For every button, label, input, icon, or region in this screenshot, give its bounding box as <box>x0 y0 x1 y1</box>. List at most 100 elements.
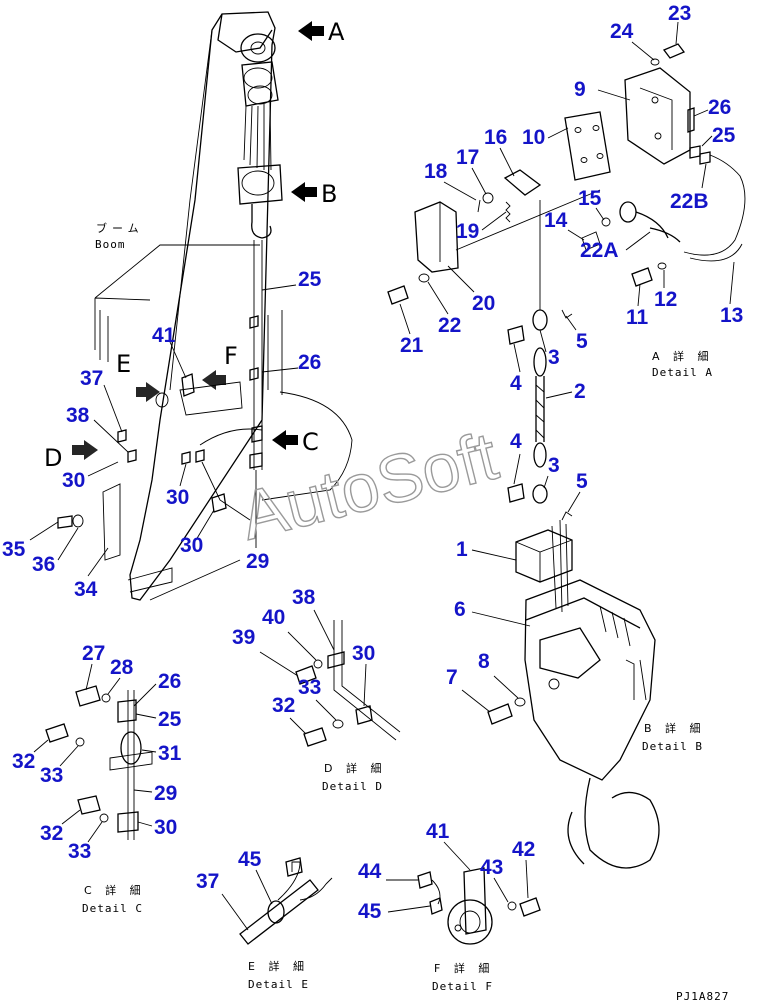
callout: 43 <box>480 856 503 879</box>
callout: 32 <box>12 750 35 773</box>
callout: 10 <box>522 126 545 149</box>
callout: 6 <box>454 598 466 621</box>
svg-text:C: C <box>302 428 319 456</box>
detail-f-callouts: 41 42 44 43 45 F 詳 細 Detail F <box>358 820 535 993</box>
view-arrow-d: D <box>44 440 98 472</box>
callout: 25 <box>712 124 736 147</box>
callout: 5 <box>576 470 588 493</box>
callout: 12 <box>654 288 677 311</box>
detail-a-caption-jp: A 詳 細 <box>652 349 714 363</box>
callout: 41 <box>152 324 176 347</box>
callout: 35 <box>2 538 26 561</box>
detail-f-caption-jp: F 詳 細 <box>434 961 494 975</box>
detail-d-caption-en: Detail D <box>322 780 383 793</box>
callout: 30 <box>62 469 85 492</box>
detail-d-callouts: 38 40 39 30 33 32 D 詳 細 Detail D <box>232 586 386 793</box>
callout: 32 <box>40 822 63 845</box>
detail-c-drawing <box>45 685 153 840</box>
view-arrow-a: A <box>298 18 345 46</box>
svg-text:E: E <box>116 350 131 378</box>
detail-b-caption-jp: B 詳 細 <box>644 721 706 735</box>
callout: 31 <box>158 742 182 765</box>
svg-text:A: A <box>328 18 345 46</box>
callout: 3 <box>548 346 560 369</box>
callout: 9 <box>574 78 586 101</box>
callout: 32 <box>272 694 295 717</box>
main-callouts: 25 41 26 37 38 30 30 30 35 36 34 29 <box>2 268 322 601</box>
callout: 26 <box>158 670 181 693</box>
callout: 28 <box>110 656 134 679</box>
callout: 4 <box>510 372 522 395</box>
callout: 16 <box>484 126 507 149</box>
detail-a-drawing <box>387 43 746 521</box>
callout: 40 <box>262 606 285 629</box>
callout: 1 <box>456 538 468 561</box>
callout: 26 <box>298 351 321 374</box>
callout: 29 <box>246 550 269 573</box>
drawing-code: PJ1A827 <box>676 990 729 1003</box>
callout: 39 <box>232 626 255 649</box>
callout: 29 <box>154 782 177 805</box>
callout: 30 <box>352 642 375 665</box>
detail-e-caption-jp: E 詳 細 <box>248 959 309 973</box>
detail-e-drawing <box>239 857 333 945</box>
detail-b-drawing <box>487 519 660 869</box>
callout: 27 <box>82 642 105 665</box>
callout: 26 <box>708 96 731 119</box>
detail-b-caption-en: Detail B <box>642 740 703 753</box>
callout: 36 <box>32 553 55 576</box>
callout: 15 <box>578 187 602 210</box>
detail-f-drawing <box>417 867 541 945</box>
callout: 24 <box>610 20 634 43</box>
detail-c-caption-en: Detail C <box>82 902 143 915</box>
callout: 22 <box>438 314 461 337</box>
svg-text:F: F <box>224 342 238 370</box>
callout: 41 <box>426 820 450 843</box>
detail-b-callouts: 4 3 2 4 3 5 1 6 8 7 B 詳 細 Detail B <box>446 329 706 753</box>
view-arrow-f: F <box>202 342 238 390</box>
svg-text:D: D <box>44 444 62 472</box>
boom-label-en: Boom <box>95 238 126 251</box>
callout: 37 <box>196 870 219 893</box>
callout: 21 <box>400 334 424 357</box>
callout: 34 <box>74 578 98 601</box>
callout: 2 <box>574 380 586 403</box>
callout: 22A <box>580 239 619 262</box>
callout: 4 <box>510 430 522 453</box>
callout: 23 <box>668 2 691 25</box>
callout: 33 <box>68 840 91 863</box>
callout: 5 <box>576 330 588 353</box>
view-arrow-e: E <box>116 350 160 402</box>
callout: 8 <box>478 650 490 673</box>
callout: 38 <box>292 586 316 609</box>
callout: 14 <box>544 209 568 232</box>
detail-f-caption-en: Detail F <box>432 980 493 993</box>
callout: 11 <box>626 306 649 329</box>
view-arrow-b: B <box>291 180 337 208</box>
callout: 30 <box>166 486 189 509</box>
detail-a-caption-en: Detail A <box>652 366 713 379</box>
callout: 37 <box>80 367 103 390</box>
callout: 38 <box>66 404 90 427</box>
detail-c-caption-jp: C 詳 細 <box>84 883 146 897</box>
callout: 20 <box>472 292 495 315</box>
callout: 17 <box>456 146 479 169</box>
detail-a-callouts: 23 24 9 26 25 10 16 17 18 15 22B 14 22A … <box>399 2 743 379</box>
detail-d-drawing <box>295 620 401 747</box>
boom-label-jp: ブーム <box>96 221 144 235</box>
callout: 7 <box>446 666 458 689</box>
callout: 3 <box>548 454 560 477</box>
callout: 25 <box>158 708 182 731</box>
callout: 30 <box>180 534 203 557</box>
detail-d-caption-jp: D 詳 細 <box>324 761 386 775</box>
callout: 33 <box>298 676 321 699</box>
callout: 19 <box>456 220 479 243</box>
watermark: AutoSoft <box>233 418 505 555</box>
callout: 30 <box>154 816 177 839</box>
svg-text:B: B <box>321 180 337 208</box>
callout: 18 <box>424 160 448 183</box>
callout: 44 <box>358 860 382 883</box>
view-arrow-c: C <box>272 428 319 456</box>
callout: 13 <box>720 304 743 327</box>
